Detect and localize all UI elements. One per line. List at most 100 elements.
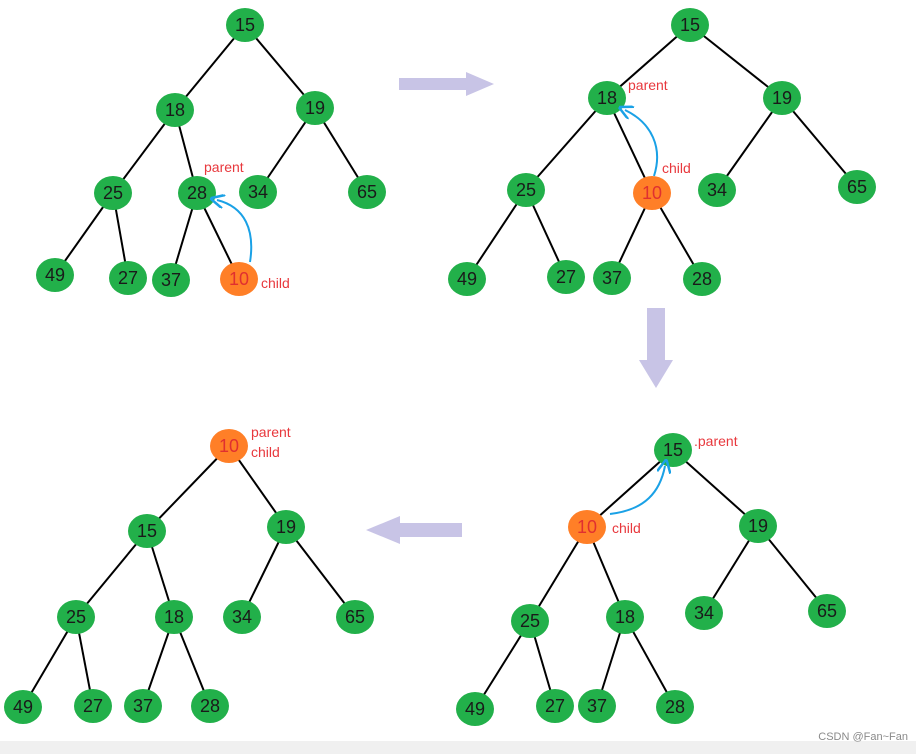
node-value: 34 [694,603,714,623]
node-value: 49 [13,697,33,717]
flow-arrow-right [399,72,494,96]
child-label: child [251,444,280,460]
node-value: 34 [707,180,727,200]
node-value: 28 [665,697,685,717]
node-value: 18 [165,100,185,120]
node-value: 15 [680,15,700,35]
tree-edge [244,24,316,109]
node-circle [348,175,386,209]
node-circle [456,692,494,726]
node-value: 37 [602,268,622,288]
node-circle [178,176,216,210]
tree-node: 37 [578,689,616,723]
watermark-text: CSDN @Fan~Fan [818,731,908,743]
tree-node: 18 [156,93,194,127]
tree-node: 27 [547,260,585,294]
tree-edge [781,97,858,188]
tree-node: 27 [74,689,112,723]
node-value: 19 [772,88,792,108]
tree-edge [757,525,828,612]
node-circle [152,263,190,297]
tree-node: 37 [593,261,631,295]
node-value: 18 [164,607,184,627]
node-value: 10 [577,517,597,537]
node-value: 34 [232,607,252,627]
node-value: 19 [276,517,296,537]
node-value: 10 [229,269,249,289]
child-label: child [261,275,290,291]
node-value: 28 [200,696,220,716]
tree-edge [529,526,588,622]
tree-node: 18 [588,81,626,115]
node-circle [763,81,801,115]
node-value: 15 [137,521,157,541]
node-value: 34 [248,182,268,202]
child-label: child [612,520,641,536]
node-value: 25 [103,183,123,203]
tree-edge [672,449,759,527]
node-circle [239,175,277,209]
tree-node: 19 [267,510,305,544]
tree-node: 19 [763,81,801,115]
tree-node: 49 [456,692,494,726]
node-circle [568,510,606,544]
node-circle [94,176,132,210]
swap-arrow-step1 [217,200,253,263]
node-circle [155,600,193,634]
node-value: 27 [545,696,565,716]
tree-node: 34 [685,596,723,630]
tree-edge [606,97,653,194]
tree-node: 15 [226,8,264,42]
node-circle [191,689,229,723]
flow-arrow-down [639,308,673,388]
node-value: 15 [235,15,255,35]
node-highlighted: 10 [568,510,606,544]
parent-label: parent [204,159,244,175]
node-value: 49 [457,269,477,289]
tree-node: 37 [124,689,162,723]
node-circle [838,170,876,204]
node-value: 37 [161,270,181,290]
tree-node: 34 [223,600,261,634]
tree-node: 15 [128,514,166,548]
node-value: 65 [357,182,377,202]
tree-node: 65 [336,600,374,634]
node-circle [296,91,334,125]
tree-node: 25 [94,176,132,210]
node-value: 65 [847,177,867,197]
node-value: 25 [66,607,86,627]
node-value: 49 [465,699,485,719]
node-circle [633,176,671,210]
node-circle [593,261,631,295]
node-circle [4,690,42,724]
tree-edge [285,526,356,618]
node-value: 10 [219,436,239,456]
node-circle [128,514,166,548]
tree-node: 19 [296,91,334,125]
tree-node: 49 [36,258,74,292]
tree-node: 65 [838,170,876,204]
tree-edge [466,189,527,280]
node-circle [57,600,95,634]
node-circle [536,689,574,723]
tree-node: 19 [739,509,777,543]
node-circle [210,429,248,463]
node-value: 18 [615,607,635,627]
flow-arrow-left [366,516,462,544]
node-highlighted: 10 [220,262,258,296]
tree-edge [689,24,783,99]
node-circle [606,600,644,634]
tree-node: 49 [448,262,486,296]
tree-node: 28 [683,262,721,296]
node-circle [448,262,486,296]
node-highlighted: 10 [633,176,671,210]
node-circle [685,596,723,630]
tree-node: 15 [654,433,692,467]
parent-label: .parent [694,433,738,449]
node-circle [124,689,162,723]
swap-arrow-step3 [609,466,665,515]
tree-node: 28 [178,176,216,210]
